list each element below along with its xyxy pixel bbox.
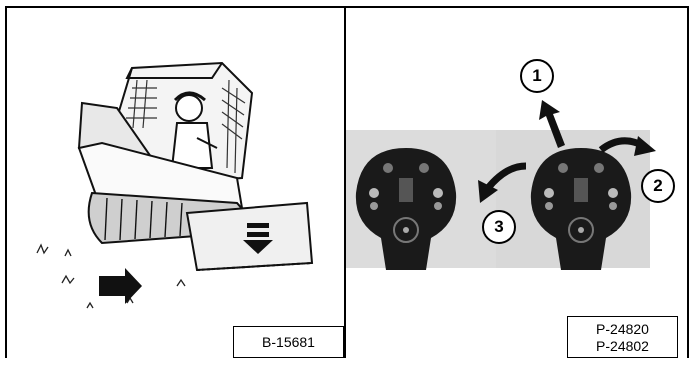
forward-arrow [539, 100, 565, 148]
figure-label-right-line2: P-24802 [568, 338, 677, 355]
figure-label-right-line1: P-24820 [568, 321, 677, 338]
callout-3: 3 [482, 210, 516, 244]
figure-label-right: P-24820 P-24802 [567, 316, 678, 358]
joystick-handles-illustration [346, 8, 687, 358]
callout-2: 2 [641, 169, 675, 203]
callout-1: 1 [520, 59, 554, 93]
figure-label-left: B-15681 [233, 326, 344, 358]
joystick-photo-panel: 1 2 3 P-24820 P-24802 [346, 8, 687, 358]
loader-illustration-panel: B-15681 [7, 8, 344, 358]
left-turn-arrow [488, 166, 526, 188]
travel-direction-arrow [99, 268, 142, 304]
track-loader-illustration [7, 8, 344, 358]
